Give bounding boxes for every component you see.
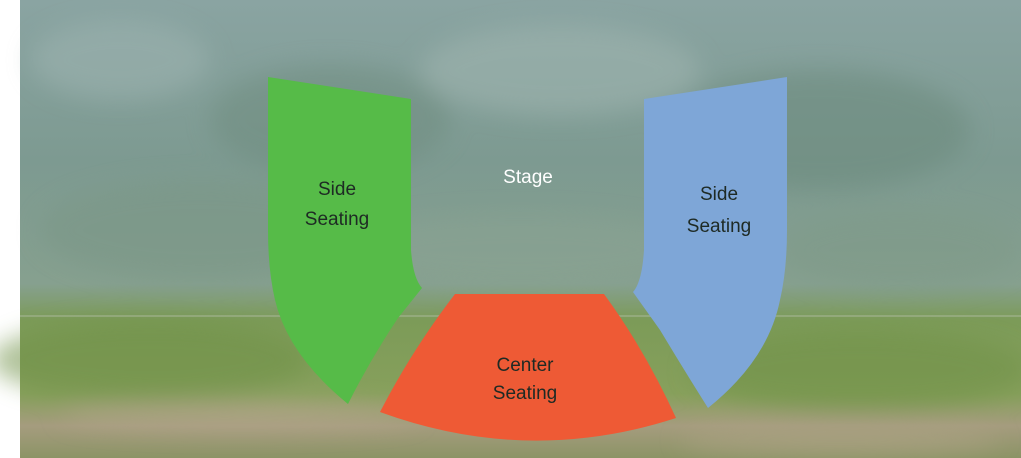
stage-label: Stage — [503, 167, 553, 188]
left-section-label-line1: Side — [318, 179, 356, 200]
right-section-label-line2: Seating — [687, 216, 751, 237]
right-section-label-line1: Side — [700, 184, 738, 205]
center-section-label-line1: Center — [496, 355, 554, 376]
center-section-label-line2: Seating — [493, 383, 557, 404]
left-section-label-line2: Seating — [305, 209, 369, 230]
